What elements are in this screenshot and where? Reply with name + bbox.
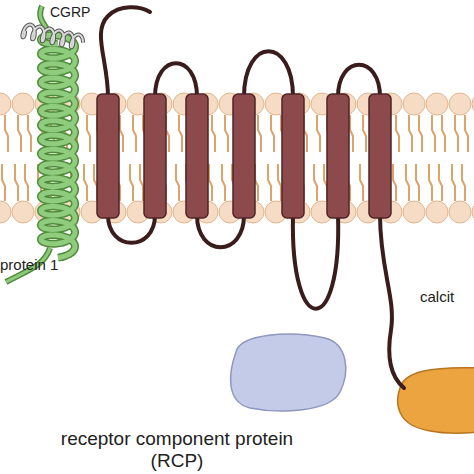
receptor-loop — [155, 63, 197, 97]
lipid-tail — [360, 164, 363, 201]
lipid-tail — [271, 115, 274, 152]
lipid-tail — [130, 164, 133, 201]
lipid-tail — [28, 115, 31, 152]
lipid-tail — [363, 115, 366, 152]
lipid-tail — [212, 115, 215, 152]
transmembrane-helix — [233, 94, 255, 218]
lipid-tail — [120, 115, 123, 152]
receptor-loop — [101, 7, 150, 97]
receptor-loop — [108, 215, 155, 243]
lipid-head — [449, 201, 471, 223]
receptor-loop — [380, 215, 404, 388]
transmembrane-helices — [97, 94, 391, 218]
lipid-tail — [209, 164, 212, 201]
lipid-tail — [5, 115, 8, 152]
lipid-tail — [225, 115, 228, 152]
lipid-head — [403, 201, 425, 223]
rcp-blob — [231, 334, 346, 411]
lipid-tail — [179, 115, 182, 152]
lipid-tail — [439, 164, 442, 201]
transmembrane-helix — [97, 94, 119, 218]
lipid-tail — [314, 164, 317, 201]
lipid-tail — [87, 115, 90, 152]
helix-body — [41, 35, 75, 258]
lipid-tail — [84, 164, 87, 201]
lipid-tail — [258, 115, 261, 152]
lipid-head — [426, 93, 448, 115]
lipid-tail — [278, 164, 281, 201]
clr-domain — [398, 368, 474, 434]
lipid-head — [472, 93, 474, 115]
peptide-body — [22, 25, 83, 48]
lipid-tail — [268, 164, 271, 201]
transmembrane-helix — [369, 94, 391, 218]
lipid-tail — [406, 164, 409, 201]
lipid-tail — [176, 164, 179, 201]
transmembrane-helix — [186, 94, 208, 218]
lipid-tail — [350, 115, 353, 152]
lipid-tail — [419, 115, 422, 152]
lipid-tail — [462, 164, 465, 201]
lipid-tail — [432, 115, 435, 152]
part-label: protein 1 — [0, 256, 80, 273]
lipid-tail — [396, 115, 399, 152]
lipid-head — [0, 93, 11, 115]
lipid-tail — [317, 115, 320, 152]
transmembrane-helix — [144, 94, 166, 218]
lipid-head — [472, 201, 474, 223]
lipid-tail — [465, 115, 468, 152]
receptor-loop — [197, 215, 244, 247]
cgrp-peptide — [22, 25, 83, 48]
receptor-loop — [293, 215, 338, 309]
lipid-tail — [140, 164, 143, 201]
lipid-tail — [393, 164, 396, 201]
receptor-loop — [244, 51, 293, 97]
receptor-loops — [101, 7, 404, 388]
lipid-tail — [455, 115, 458, 152]
lipid-head — [403, 93, 425, 115]
transmembrane-helix — [282, 94, 304, 218]
lipid-tail — [409, 115, 412, 152]
receptor-loop — [338, 65, 380, 97]
part-label: calcit — [420, 288, 474, 305]
lipid-tail — [429, 164, 432, 201]
part-label: CGRP — [50, 4, 110, 20]
lipid-tail — [133, 115, 136, 152]
lipid-tail — [222, 164, 225, 201]
lipid-tail — [18, 115, 21, 152]
lipid-head — [12, 201, 34, 223]
lipid-head — [0, 201, 11, 223]
lipid-head — [12, 93, 34, 115]
transmembrane-helix — [327, 94, 349, 218]
helix-outline — [41, 35, 75, 258]
ramp-helix — [6, 6, 75, 282]
lipid-tail — [416, 164, 419, 201]
lipid-tail — [15, 164, 18, 201]
lipid-head — [426, 201, 448, 223]
lipid-tail — [25, 164, 28, 201]
lipid-tail — [452, 164, 455, 201]
lipid-head — [449, 93, 471, 115]
lipid-tail — [442, 115, 445, 152]
lipid-tail — [2, 164, 5, 201]
part-label: receptor component protein (RCP) — [46, 428, 308, 472]
peptide-outline — [22, 25, 83, 48]
